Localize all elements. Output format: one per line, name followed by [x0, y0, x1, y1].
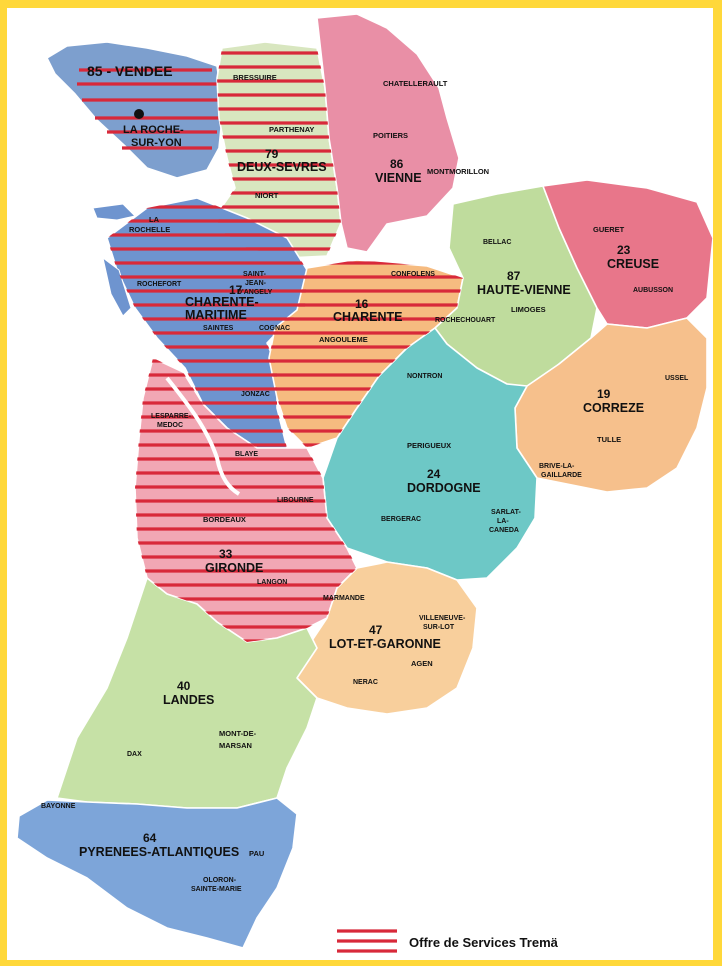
vendee-department [46, 41, 224, 179]
city-oloron: OLORON- [203, 877, 237, 884]
haute-vienne-number: 87 [507, 269, 521, 283]
city-niort: NIORT [255, 191, 279, 200]
legend-swatch [335, 928, 399, 958]
gironde-estuary [165, 376, 241, 496]
charente-number: 16 [355, 297, 369, 311]
city-limoges: LIMOGES [511, 305, 546, 314]
city-saintemarie: SAINTE-MARIE [191, 886, 242, 893]
city-rochefort: ROCHEFORT [137, 281, 182, 288]
city-la: LA [149, 215, 160, 224]
city-chatellerault: CHATELLERAULT [383, 79, 448, 88]
city-ussel: USSEL [665, 375, 689, 382]
city-villeneuve: VILLENEUVE- [419, 615, 466, 622]
deux-sevres-number: 79 [265, 147, 279, 161]
landes-name: LANDES [163, 693, 214, 707]
city-jean: JEAN- [245, 280, 267, 287]
city-marmande: MARMANDE [323, 595, 365, 602]
pyrenees-atlantiques-number: 64 [143, 831, 157, 845]
city-marsan: MARSAN [219, 741, 252, 750]
city-nerac: NERAC [353, 679, 378, 686]
ile-de-re [92, 203, 136, 221]
city-tulle: TULLE [597, 435, 621, 444]
correze-number: 19 [597, 387, 611, 401]
city-langon: LANGON [257, 579, 287, 586]
legend: Offre de Services Tremä [335, 928, 559, 958]
la-roche-label: LA ROCHE- [123, 124, 184, 136]
creuse-name: CREUSE [607, 257, 659, 271]
city-cognac: COGNAC [259, 325, 290, 332]
city-jonzac: JONZAC [241, 391, 270, 398]
vendee-inset: 85 - VENDEE LA ROCHE- SUR-YON [46, 41, 224, 179]
department-labels: 79 DEUX-SEVRES 86 VIENNE 17 CHARENTE- MA… [79, 147, 659, 859]
pyrenees-atlantiques-department [16, 797, 298, 949]
deux-sevres-name: DEUX-SEVRES [237, 160, 327, 174]
city-nontron: NONTRON [407, 373, 442, 380]
city-lesparre: LESPARRE- [151, 413, 192, 420]
charente-maritime-name: CHARENTE- [185, 295, 259, 309]
city-perigueux: PERIGUEUX [407, 441, 451, 450]
charente-maritime-number: 17 [229, 283, 243, 297]
correze-name: CORREZE [583, 401, 644, 415]
city-saint: SAINT- [243, 271, 267, 278]
city-saintes: SAINTES [203, 325, 234, 332]
city-labels: BRESSUIRE PARTHENAY NIORT CHATELLERAULT … [41, 73, 689, 893]
city-bergerac: BERGERAC [381, 516, 421, 523]
dordogne-name: DORDOGNE [407, 481, 481, 495]
charente-name: CHARENTE [333, 310, 402, 324]
map-frame: 85 - VENDEE LA ROCHE- SUR-YON [7, 8, 713, 960]
haute-vienne-name: HAUTE-VIENNE [477, 283, 571, 297]
pyrenees-atlantiques-name: PYRENEES-ATLANTIQUES [79, 845, 239, 859]
city-gueret: GUERET [593, 225, 625, 234]
ile-doleron [102, 256, 132, 317]
city-bordeaux: BORDEAUX [203, 515, 246, 524]
city-angouleme: ANGOULEME [319, 335, 368, 344]
charente-maritime-name2: MARITIME [185, 308, 247, 322]
city-rochechouart: ROCHECHOUART [435, 317, 496, 324]
city-gaillarde: GAILLARDE [541, 472, 582, 479]
lot-et-garonne-number: 47 [369, 623, 383, 637]
landes-number: 40 [177, 679, 191, 693]
city-caneda: CANEDA [489, 527, 519, 534]
city-bressuire: BRESSUIRE [233, 73, 277, 82]
city-confolens: CONFOLENS [391, 271, 435, 278]
city-brive: BRIVE-LA- [539, 463, 575, 470]
city-surlot: SUR-LOT [423, 624, 455, 631]
city-rochelle: ROCHELLE [129, 225, 170, 234]
gironde-name: GIRONDE [205, 561, 263, 575]
city-dangely: D'ANGELY [237, 289, 273, 296]
city-blaye: BLAYE [235, 451, 258, 458]
sur-yon-label: SUR-YON [131, 137, 182, 149]
city-dax: DAX [127, 751, 142, 758]
city-bayonne: BAYONNE [41, 803, 76, 810]
vendee-title: 85 - VENDEE [87, 63, 173, 79]
lot-et-garonne-name: LOT-ET-GARONNE [329, 637, 441, 651]
city-aubusson: AUBUSSON [633, 287, 673, 294]
city-pau: PAU [249, 849, 264, 858]
city-sarlat: SARLAT- [491, 509, 521, 516]
city-la2: LA- [497, 518, 509, 525]
city-medoc: MEDOC [157, 422, 183, 429]
city-parthenay: PARTHENAY [269, 125, 314, 134]
city-montmorillon: MONTMORILLON [427, 167, 489, 176]
vendee-stripes [77, 68, 219, 150]
city-libourne: LIBOURNE [277, 497, 314, 504]
la-roche-marker [134, 109, 144, 119]
legend-label: Offre de Services Tremä [409, 935, 559, 950]
dordogne-number: 24 [427, 467, 441, 481]
region-map: 85 - VENDEE LA ROCHE- SUR-YON [16, 13, 713, 958]
lot-et-garonne-department [296, 561, 478, 715]
vienne-name: VIENNE [375, 171, 422, 185]
gironde-number: 33 [219, 547, 233, 561]
city-bellac: BELLAC [483, 239, 511, 246]
creuse-number: 23 [617, 243, 631, 257]
city-montde: MONT-DE- [219, 729, 257, 738]
vienne-number: 86 [390, 157, 404, 171]
vienne-department [316, 13, 460, 253]
city-poitiers: POITIERS [373, 131, 408, 140]
city-agen: AGEN [411, 659, 433, 668]
